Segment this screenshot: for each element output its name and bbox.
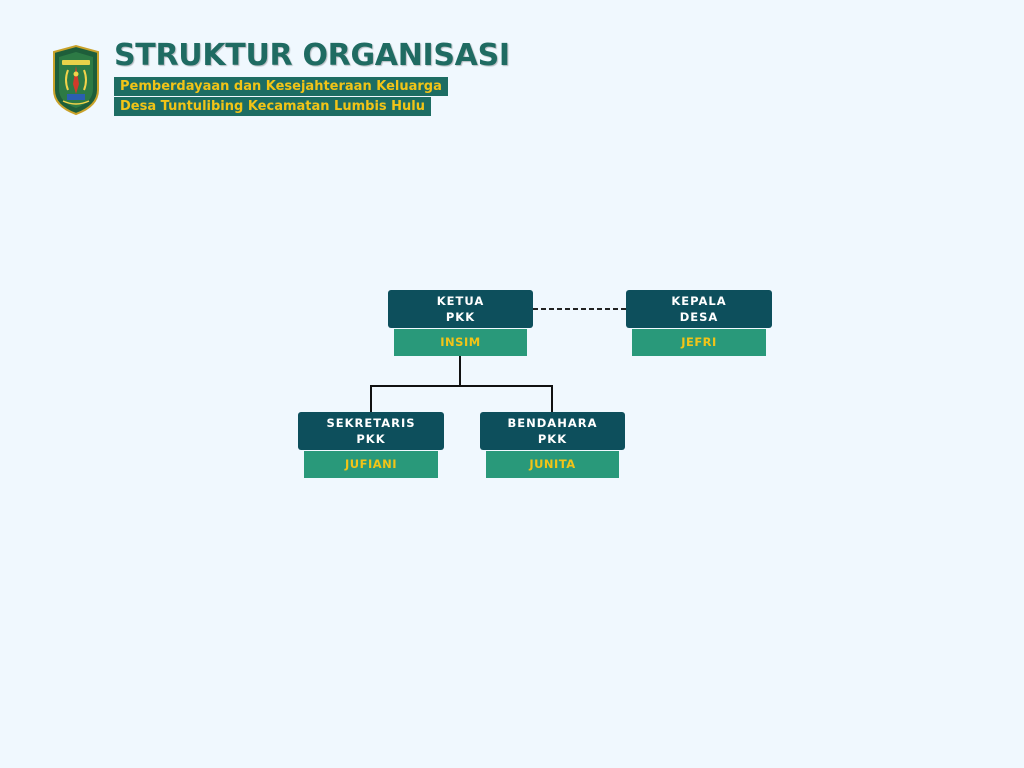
ketua-role-box: KETUA PKK bbox=[388, 290, 533, 328]
regency-emblem-logo bbox=[53, 44, 99, 116]
sekretaris-role-box: SEKRETARIS PKK bbox=[298, 412, 444, 450]
kepala-desa-role-line2: DESA bbox=[679, 310, 719, 324]
bendahara-role-line1: BENDAHARA bbox=[507, 416, 598, 430]
bendahara-role-line2: PKK bbox=[537, 432, 568, 446]
kepala-desa-role-box: KEPALA DESA bbox=[626, 290, 772, 328]
subtitle-location: Desa Tuntulibing Kecamatan Lumbis Hulu bbox=[114, 97, 432, 116]
bendahara-role-box: BENDAHARA PKK bbox=[480, 412, 625, 450]
kepala-desa-name-box: JEFRI bbox=[632, 329, 766, 356]
bendahara-name-box: JUNITA bbox=[486, 451, 619, 478]
sekretaris-name-box: JUFIANI bbox=[304, 451, 438, 478]
kepala-desa-role-line1: KEPALA bbox=[671, 294, 727, 308]
subtitle-organization: Pemberdayaan dan Kesejahteraan Keluarga bbox=[114, 77, 448, 96]
page-title: STRUKTUR ORGANISASI bbox=[114, 38, 510, 73]
ketua-role-line1: KETUA bbox=[436, 294, 485, 308]
sekretaris-role-line2: PKK bbox=[356, 432, 386, 446]
sekretaris-role-line1: SEKRETARIS bbox=[326, 416, 416, 430]
ketua-role-line2: PKK bbox=[445, 310, 476, 324]
ketua-name-box: INSIM bbox=[394, 329, 527, 356]
